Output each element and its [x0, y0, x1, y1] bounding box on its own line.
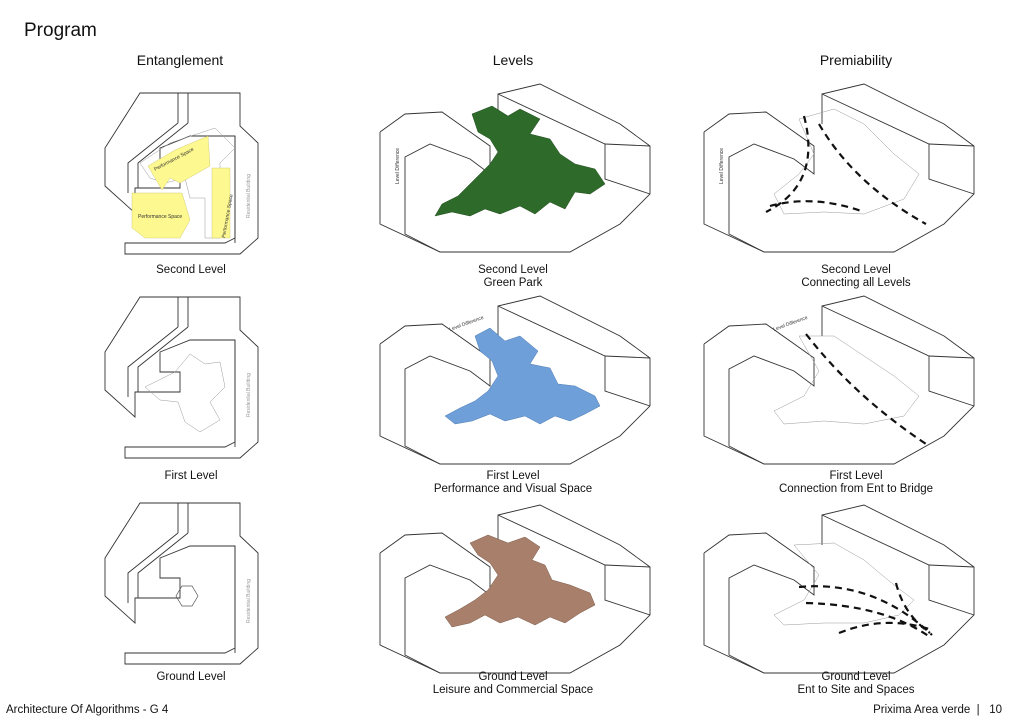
performance-space-right	[211, 167, 231, 239]
leisure-commercial-area	[444, 534, 596, 628]
residential-building-label-2: Residential Building	[246, 373, 252, 417]
performance-visual-area	[444, 327, 601, 425]
path-line-5	[798, 585, 933, 636]
path-line-1	[765, 115, 810, 213]
performance-space-left	[131, 192, 191, 239]
caption-plan-second-level: Second Level	[156, 264, 226, 276]
iso-outline	[379, 83, 651, 253]
path-line-8	[894, 582, 931, 634]
perm-second-level: Level Difference	[703, 83, 975, 253]
hexagon-marker	[175, 585, 199, 607]
plan-outline	[104, 296, 259, 459]
residential-building-label-3: Residential Building	[246, 579, 252, 623]
green-park-area	[434, 105, 606, 217]
level-difference-label-3: Level Difference	[449, 315, 485, 333]
path-line-2	[818, 123, 927, 225]
plan-outline	[104, 502, 259, 665]
iso-outline	[703, 504, 975, 674]
column-heading-levels: Levels	[492, 52, 534, 68]
caption-plan-first-level: First Level	[164, 470, 218, 482]
path-line-4	[805, 333, 927, 445]
iso-second-level: Level Difference	[379, 83, 651, 253]
level-difference-label-1: Level Difference	[395, 148, 401, 184]
perm-first-level: Level Difference	[703, 295, 975, 465]
plan-second-level: Performance Space Performance Space Perf…	[104, 92, 259, 255]
column-heading-premiability: Premiability	[819, 52, 893, 68]
residential-building-label-1: Residential Building	[246, 174, 252, 218]
iso-first-level: Level Difference	[379, 295, 651, 465]
path-line-3	[769, 200, 865, 214]
performance-space-upper	[147, 135, 211, 191]
caption-plan-ground-level: Ground Level	[156, 671, 226, 683]
iso-outline	[703, 83, 975, 253]
level-difference-label-2: Level Difference	[719, 148, 725, 184]
level-difference-label-4: Level Difference	[773, 315, 809, 333]
iso-ground-level	[379, 504, 651, 674]
perm-ground-level	[703, 504, 975, 674]
footer-project-page: Prixima Area verde | 10	[873, 704, 1002, 716]
plan-first-level: Residential Building	[104, 296, 259, 459]
page-title: Program	[24, 20, 97, 41]
iso-outline	[703, 295, 975, 465]
performance-space-label-2: Performance Space	[138, 214, 182, 220]
iso-outline	[379, 504, 651, 674]
plan-ground-level: Residential Building	[104, 502, 259, 665]
footer-course: Architecture Of Algorithms - G 4	[6, 704, 169, 716]
column-heading-entanglement: Entanglement	[136, 52, 224, 68]
path-line-6	[805, 601, 931, 638]
